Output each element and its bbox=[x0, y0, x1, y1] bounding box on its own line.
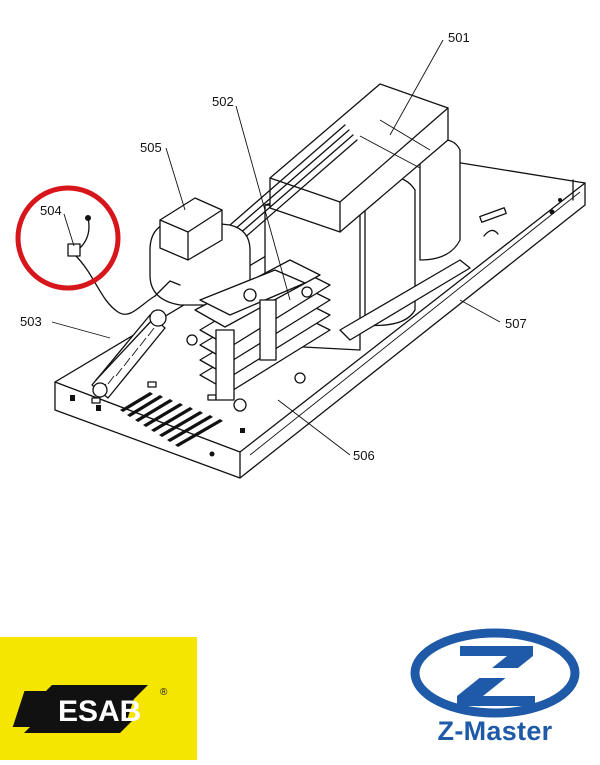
svg-text:®: ® bbox=[160, 687, 168, 698]
callout-505: 505 bbox=[140, 140, 162, 155]
coil-resistor bbox=[91, 309, 167, 399]
zmaster-logo: Z-Master bbox=[405, 628, 585, 758]
zmaster-wordmark: Z-Master bbox=[437, 716, 553, 746]
callout-502: 502 bbox=[212, 94, 234, 109]
control-module bbox=[149, 197, 251, 306]
exploded-parts-diagram: 501 502 505 504 503 507 506 bbox=[15, 30, 586, 479]
rectifier-heatsink bbox=[186, 259, 331, 412]
leader-lines bbox=[51, 39, 501, 456]
callout-501: 501 bbox=[448, 30, 470, 45]
callout-503: 503 bbox=[20, 314, 42, 329]
callout-504: 504 bbox=[40, 203, 62, 218]
callout-506: 506 bbox=[353, 448, 375, 463]
esab-logo: ESAB ® bbox=[0, 637, 197, 760]
vent-slots bbox=[120, 392, 223, 447]
callout-507: 507 bbox=[505, 316, 527, 331]
temperature-sensor bbox=[67, 215, 181, 315]
highlight-circle bbox=[15, 185, 121, 291]
svg-text:ESAB: ESAB bbox=[58, 695, 141, 728]
